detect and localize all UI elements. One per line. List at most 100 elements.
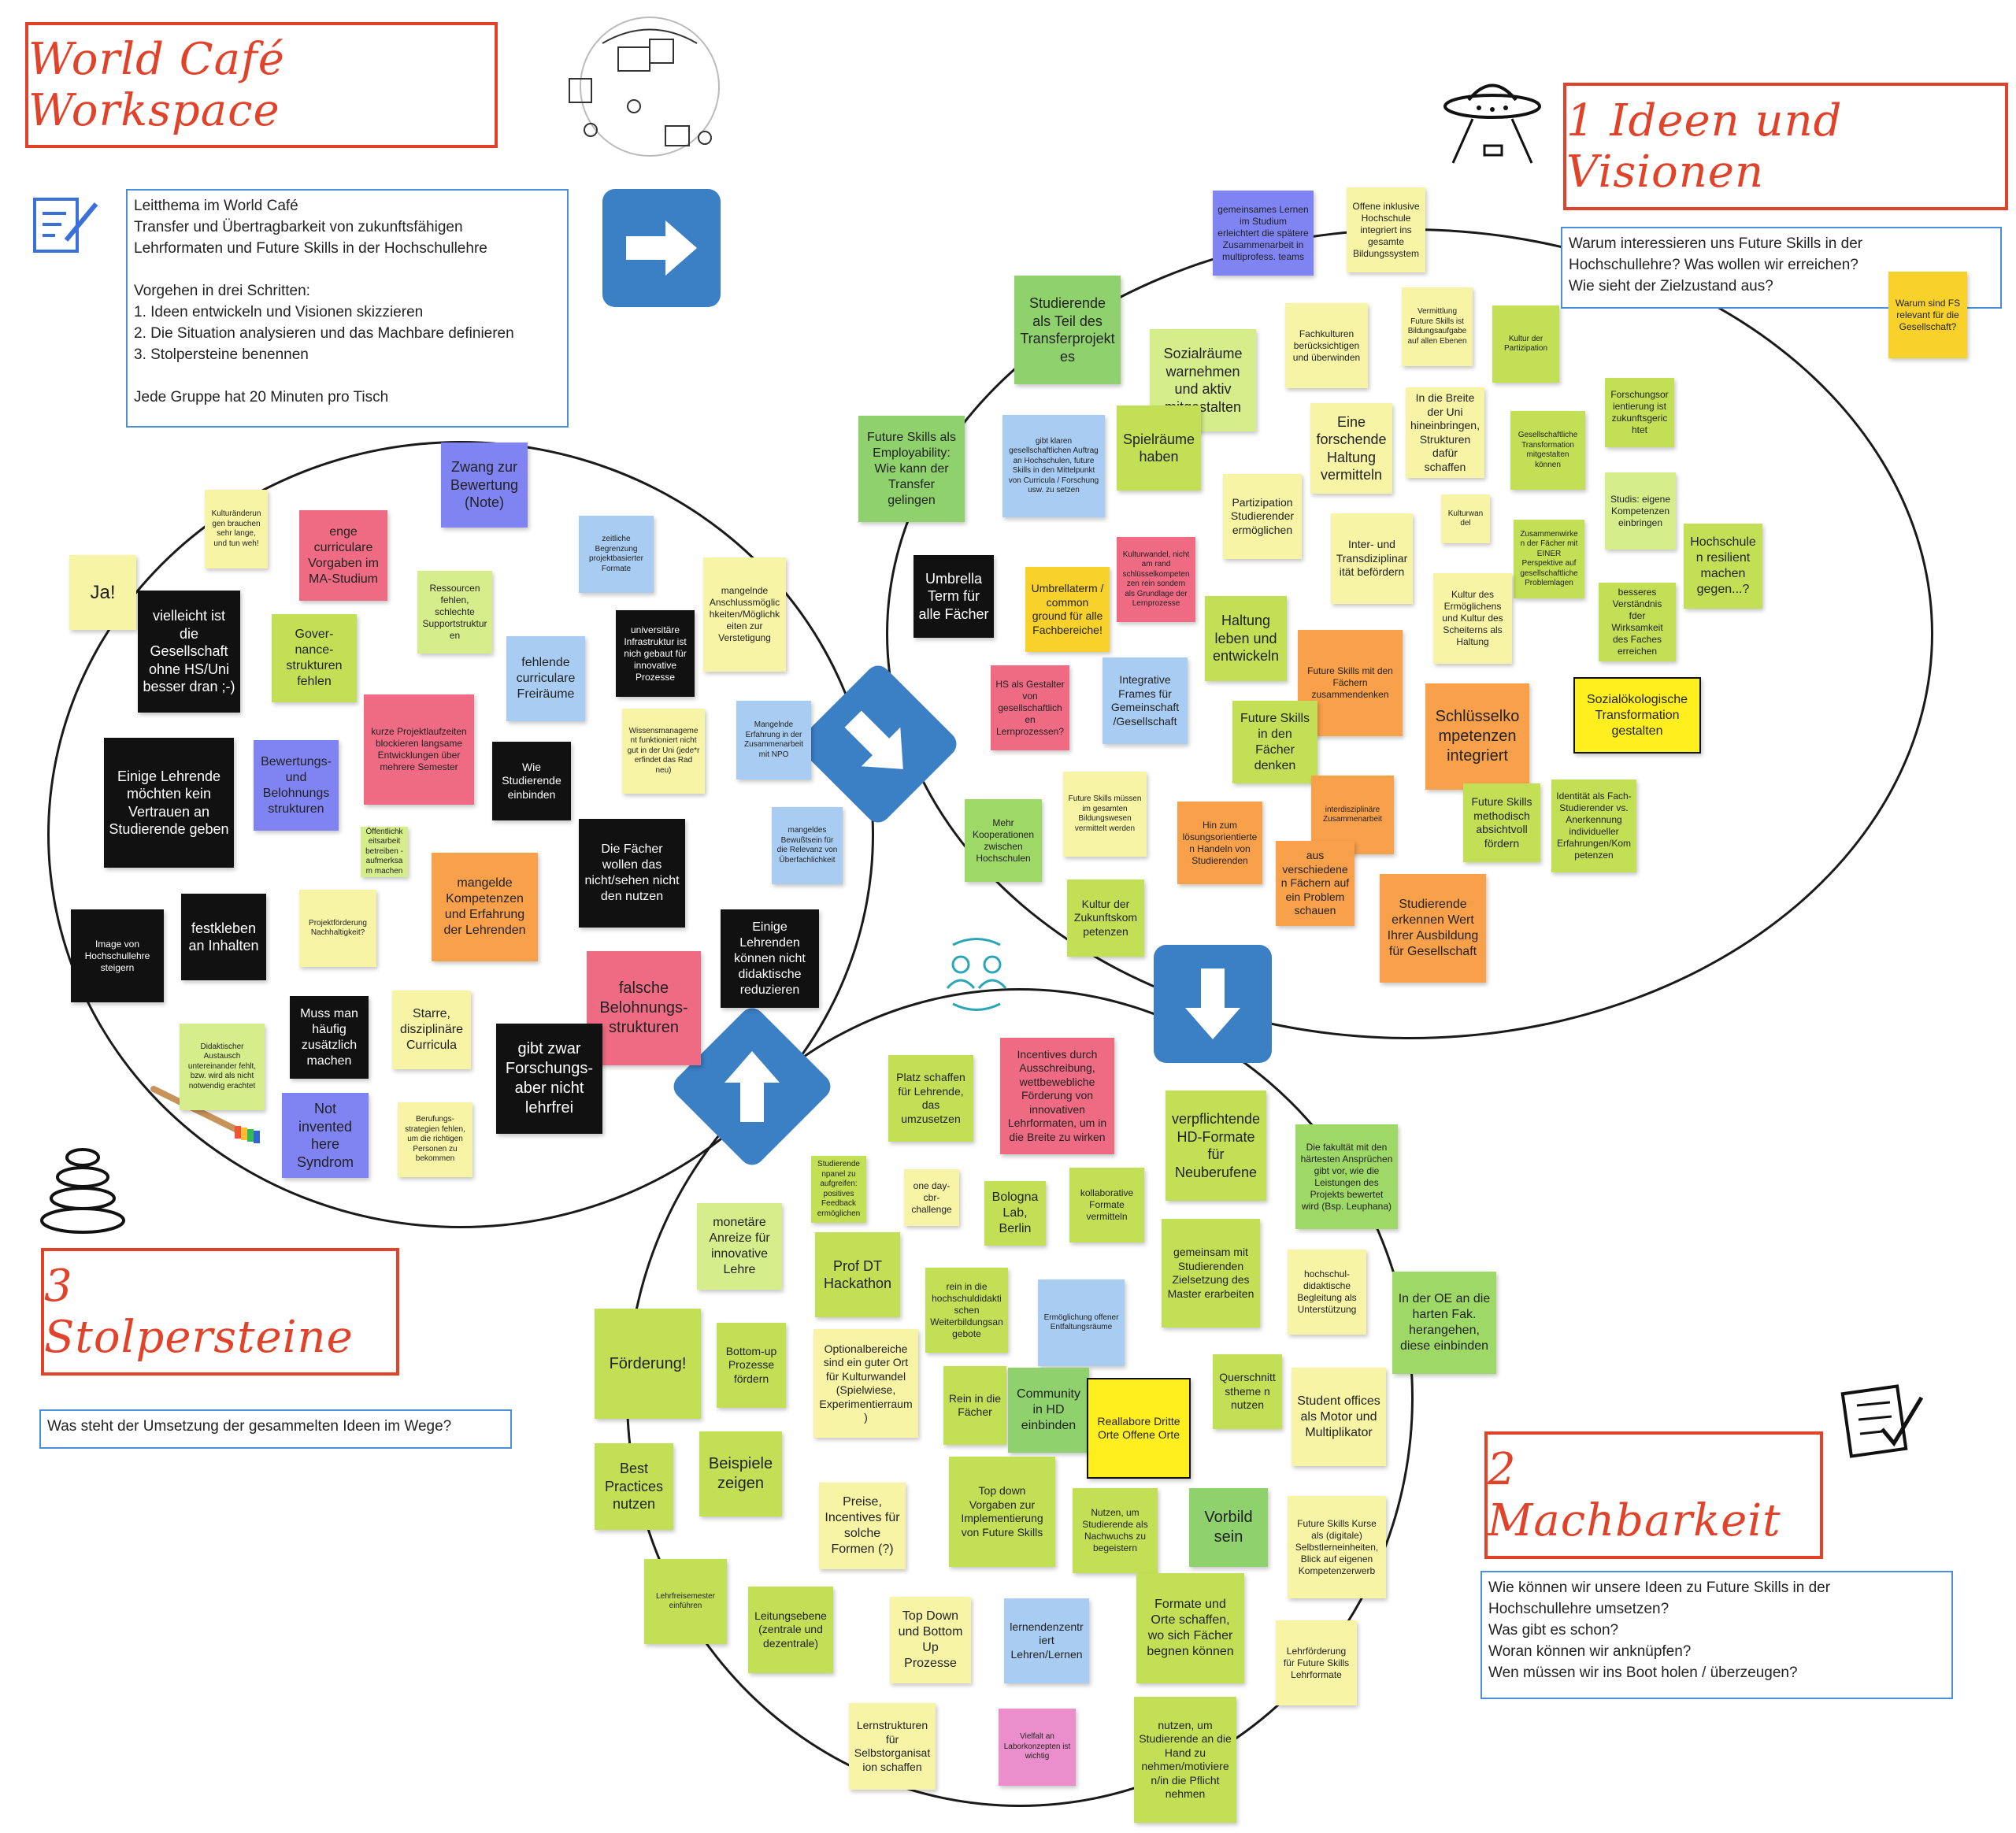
sticky-note[interactable]: Lehrfreisemester einführen	[644, 1559, 727, 1644]
sticky-note[interactable]: Vielfalt an Laborkonzepten ist wichtig	[999, 1709, 1076, 1786]
sticky-note[interactable]: nutzen, um Studierende an die Hand zu ne…	[1134, 1697, 1236, 1823]
question-box-ideen[interactable]: Warum interessieren uns Future Skills in…	[1561, 227, 2002, 309]
sticky-note[interactable]: Reallabore Dritte Orte Offene Orte	[1087, 1378, 1191, 1479]
sticky-note[interactable]: lernendenzentriert Lehren/Lernen	[1004, 1598, 1089, 1683]
sticky-note[interactable]: Bewertungs- und Belohnungs strukturen	[254, 740, 339, 831]
sticky-note[interactable]: Top Down und Bottom Up Prozesse	[890, 1597, 971, 1683]
sticky-note[interactable]: besseres Verständnis fder Wirksamkeit de…	[1599, 583, 1676, 661]
sticky-note[interactable]: Best Practices nutzen	[595, 1443, 673, 1530]
sticky-note[interactable]: hochschul-didaktische Begleitung als Unt…	[1288, 1250, 1366, 1335]
sticky-note[interactable]: Projektförderung Nachhaltigkeit?	[299, 890, 376, 967]
arrow-down-icon[interactable]	[1154, 945, 1272, 1063]
sticky-note[interactable]: Inter- und Transdiziplinarität befördern	[1331, 513, 1413, 604]
sticky-note[interactable]: Kulturänderungen brauchen sehr lange, un…	[205, 490, 268, 568]
sticky-note[interactable]: Studierende als Teil des Transferprojekt…	[1014, 276, 1121, 384]
sticky-note[interactable]: Die fakultät mit den härtesten Ansprüche…	[1295, 1124, 1398, 1229]
sticky-note[interactable]: Leitungsebene (zentrale und dezentrale)	[748, 1587, 833, 1673]
sticky-note[interactable]: Umbrellaterm / common ground für alle Fa…	[1025, 567, 1110, 652]
sticky-note[interactable]: Mehr Kooperationen zwischen Hochschulen	[965, 799, 1042, 882]
sticky-note[interactable]: mangelde Kompetenzen und Erfahrung der L…	[432, 853, 538, 961]
sticky-note[interactable]: festkleben an Inhalten	[181, 894, 266, 980]
sticky-note[interactable]: Ressourcen fehlen, schlechte Supportstru…	[417, 571, 492, 654]
sticky-note[interactable]: fehlende curriculare Freiräume	[506, 636, 585, 721]
question-box-machbarkeit[interactable]: Wie können wir unsere Ideen zu Future Sk…	[1480, 1571, 1953, 1699]
sticky-note[interactable]: Einige Lehrende möchten kein Vertrauen a…	[104, 738, 234, 868]
sticky-note[interactable]: Future Skills müssen im gesamten Bildung…	[1063, 772, 1147, 857]
sticky-note[interactable]: Platz schaffen für Lehrende, das umzuset…	[888, 1055, 973, 1142]
sticky-note[interactable]: Ja!	[69, 555, 136, 630]
sticky-note[interactable]: Formate und Orte schaffen, wo sich Fäche…	[1136, 1573, 1244, 1683]
sticky-note[interactable]: Umbrella Term für alle Fächer	[914, 555, 994, 638]
sticky-note[interactable]: Integrative Frames für Gemeinschaft /Ges…	[1102, 657, 1188, 744]
sticky-note[interactable]: Hin zum lösungsorientierten Handeln von …	[1177, 802, 1262, 884]
sticky-note[interactable]: Zusammenwirken der Fächer mit EINER Pers…	[1514, 520, 1584, 598]
sticky-note[interactable]: Community in HD einbinden	[1008, 1368, 1089, 1453]
sticky-note[interactable]: Haltung leben und entwickeln	[1205, 596, 1287, 681]
sticky-note[interactable]: Future Skills in den Fächer denken	[1232, 701, 1317, 783]
sticky-note[interactable]: mangelnde Anschlussmöglichkeiten/Möglich…	[703, 557, 786, 672]
sticky-note[interactable]: Image von Hochschullehre steigern	[71, 909, 164, 1002]
sticky-note[interactable]: Not invented here Syndrom	[282, 1093, 369, 1178]
intro-textbox[interactable]: Leitthema im World Café Transfer und Übe…	[126, 189, 569, 428]
sticky-note[interactable]: enge curriculare Vorgaben im MA-Studium	[299, 510, 387, 601]
sticky-note[interactable]: aus verschiedenen Fächern auf ein Proble…	[1276, 841, 1354, 926]
sticky-note[interactable]: Vorbild sein	[1189, 1488, 1268, 1567]
sticky-note[interactable]: Nutzen, um Studierende als Nachwuchs zu …	[1073, 1488, 1158, 1573]
sticky-note[interactable]: Studis: eigene Kompetenzen einbringen	[1605, 472, 1676, 550]
sticky-note[interactable]: Bologna Lab, Berlin	[984, 1181, 1046, 1246]
sticky-note[interactable]: Spielräume haben	[1117, 405, 1201, 491]
sticky-note[interactable]: Preise, Incentives für solche Formen (?)	[819, 1483, 906, 1569]
sticky-note[interactable]: Kultur des Ermöglichens und Kultur des S…	[1433, 573, 1512, 664]
sticky-note[interactable]: Hochschulen resilient machen gegen...?	[1684, 524, 1762, 609]
sticky-note[interactable]: gibt zwar Forschungs-aber nicht lehrfrei	[496, 1024, 602, 1134]
sticky-note[interactable]: monetäre Anreize für innovative Lehre	[697, 1203, 782, 1290]
sticky-note[interactable]: kurze Projektlaufzeiten blockieren langs…	[364, 694, 474, 805]
sticky-note[interactable]: kollaborative Formate vermitteln	[1069, 1168, 1144, 1242]
sticky-note[interactable]: Kulturwandel	[1441, 494, 1490, 543]
arrow-right-icon[interactable]	[602, 189, 721, 307]
sticky-note[interactable]: Forschungsorientierung ist zukunftsgeric…	[1605, 378, 1674, 447]
sticky-note[interactable]: gemeinsam mit Studierenden Zielsetzung d…	[1162, 1219, 1260, 1328]
sticky-note[interactable]: Incentives durch Ausschreibung, wettbewe…	[1000, 1038, 1114, 1154]
sticky-note[interactable]: Prof DT Hackathon	[815, 1232, 900, 1317]
sticky-note[interactable]: mangeldes Bewußtsein für die Relevanz vo…	[772, 807, 843, 884]
sticky-note[interactable]: gibt klaren gesellschaftlichen Auftrag a…	[1002, 415, 1105, 517]
sticky-note[interactable]: Future Skills Kurse als (digitale) Selbs…	[1288, 1496, 1386, 1598]
sticky-note[interactable]: In der OE an die harten Fak. herangehen,…	[1392, 1272, 1496, 1374]
sticky-note[interactable]: Rein in die Fächer	[943, 1366, 1006, 1445]
arrow-up-left-icon[interactable]	[668, 1002, 836, 1171]
sticky-note[interactable]: Fachkulturen berücksichtigen und überwin…	[1285, 303, 1368, 388]
sticky-note[interactable]: Studierendenpanel zu aufgreifen: positiv…	[811, 1156, 866, 1223]
sticky-note[interactable]: Didaktischer Austausch untereinander feh…	[180, 1024, 265, 1110]
sticky-note[interactable]: universitäre Infrastruktur ist nich geba…	[616, 610, 695, 697]
sticky-note[interactable]: Offene inklusive Hochschule integriert i…	[1347, 187, 1425, 272]
sticky-note[interactable]: Querschnittstheme n nutzen	[1213, 1354, 1282, 1429]
sticky-note[interactable]: Future Skills methodisch absichtvoll för…	[1463, 783, 1540, 862]
sticky-note[interactable]: verpflichtende HD-Formate für Neuberufen…	[1166, 1091, 1266, 1201]
sticky-note[interactable]: Student offices als Motor und Multiplika…	[1292, 1368, 1386, 1466]
sticky-note[interactable]: one day-cbr-challenge	[904, 1169, 959, 1226]
sticky-note[interactable]: Identität als Fach-Studierender vs. Aner…	[1551, 779, 1636, 872]
question-box-stolpersteine[interactable]: Was steht der Umsetzung der gesammelten …	[39, 1409, 512, 1449]
sticky-note[interactable]: Kultur der Partizipation	[1492, 306, 1559, 383]
sticky-note[interactable]: vielleicht ist die Gesellschaft ohne HS/…	[138, 591, 240, 713]
sticky-note[interactable]: Partizipation Studierender ermöglichen	[1223, 474, 1302, 559]
sticky-note[interactable]: Kultur der Zukunftskompetenzen	[1067, 879, 1144, 957]
title-ideen-visionen[interactable]: 1 Ideen und Visionen	[1563, 83, 2008, 210]
sticky-note[interactable]: falsche Belohnungs-strukturen	[587, 951, 701, 1065]
sticky-note[interactable]: Wissensmanagement funktioniert nicht gut…	[622, 709, 705, 794]
sticky-note[interactable]: Vermittlung Future Skills ist Bildungsau…	[1402, 287, 1473, 366]
sticky-note[interactable]: Berufungs-strategien fehlen, um die rich…	[398, 1102, 472, 1177]
sticky-note[interactable]: Beispiele zeigen	[699, 1431, 782, 1516]
sticky-note[interactable]: Muss man häufig zusätzlich machen	[290, 996, 369, 1079]
sticky-note[interactable]: zeitliche Begrenzung projektbasierter Fo…	[579, 516, 654, 593]
sticky-note[interactable]: Future Skills als Employability: Wie kan…	[858, 416, 965, 522]
sticky-note[interactable]: Gover-nance-strukturen fehlen	[272, 614, 357, 702]
sticky-note[interactable]: Optionalbereiche sind ein guter Ort für …	[813, 1329, 918, 1438]
sticky-note[interactable]: Kulturwandel, nicht am rand schlüsselkom…	[1117, 537, 1195, 622]
sticky-note[interactable]: Sozialräume warnehmen und aktiv mitgesta…	[1150, 329, 1256, 431]
sticky-note[interactable]: Mangelnde Erfahrung in der Zusammenarbei…	[736, 701, 811, 779]
sticky-note[interactable]: Ermöglichung offener Entfaltungsräume	[1038, 1279, 1125, 1366]
title-stolpersteine[interactable]: 3 Stolpersteine	[41, 1248, 399, 1376]
sticky-note[interactable]: rein in die hochschuldidaktischen Weiter…	[925, 1268, 1008, 1353]
